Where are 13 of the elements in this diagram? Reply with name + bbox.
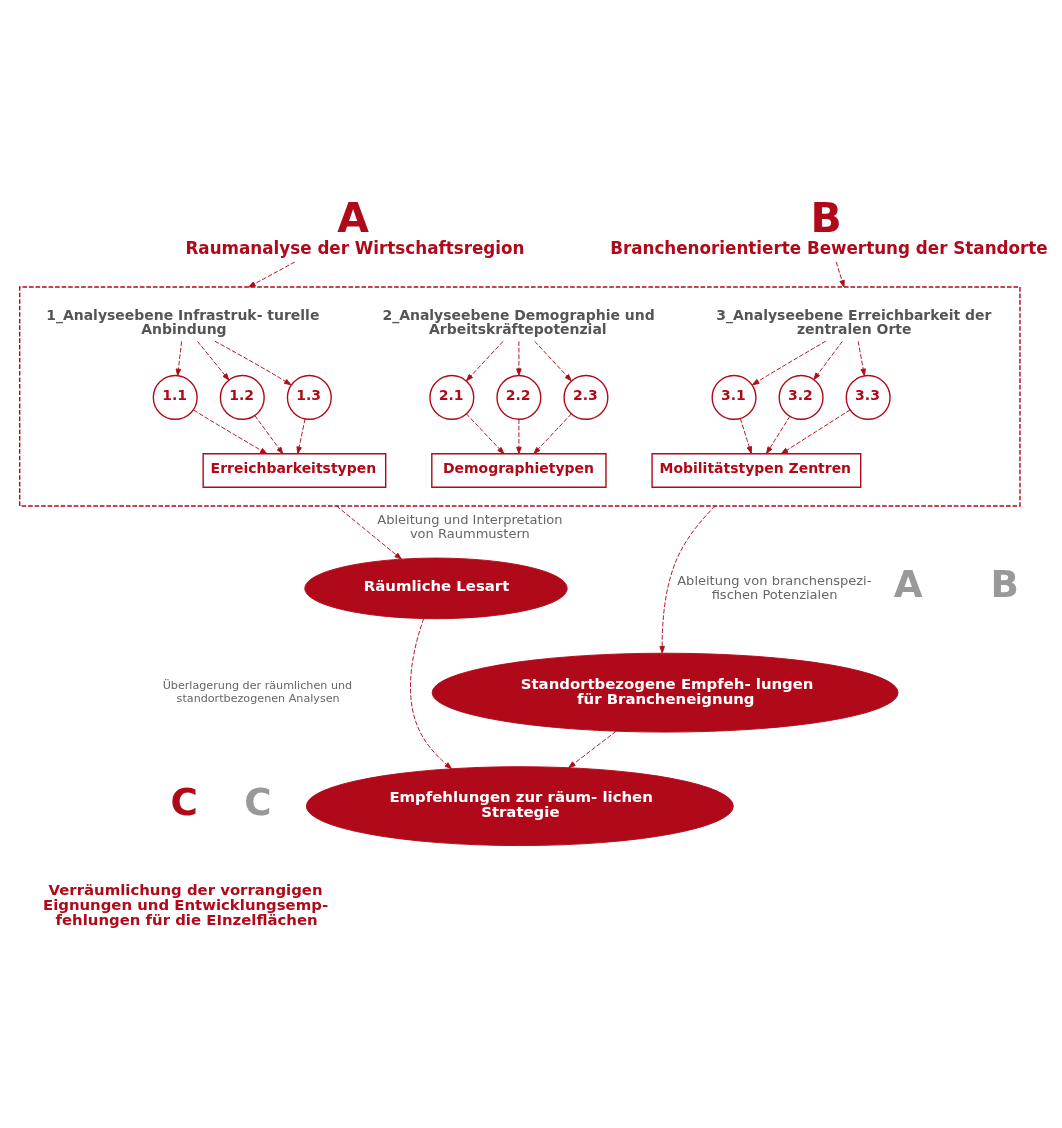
node-text: B Branchenorientierte Bewertung der Standorte — [610, 193, 1048, 258]
node-text: A Raumanalyse der Wirtschaftsregion — [185, 193, 525, 258]
node-text: 3_Analyseebene Erreichbarkeit der zentralen Orte — [716, 306, 992, 337]
label: A — [893, 561, 923, 606]
edge-label: Ableitung und Interpretation von Raummustern — [377, 511, 563, 541]
label: C — [244, 779, 272, 824]
label: B — [990, 561, 1020, 606]
node-text: 1_Analyseebene Infrastruk- turelle Anbindung — [46, 306, 320, 337]
edge-label: Ableitung von branchenspezi- fischen Potenzialen — [677, 572, 872, 602]
label: Überlagerung der räumlichen und standortbezogenen Analysen — [162, 678, 353, 705]
label: C — [170, 779, 198, 824]
label: Verräumlichung der vorrangigen Eignungen und Entwicklungsemp- fehlungen für die EInzelflächen — [42, 880, 329, 929]
node-text: 2_Analyseebene Demographie und Arbeitskräftepotenzial — [382, 306, 655, 337]
